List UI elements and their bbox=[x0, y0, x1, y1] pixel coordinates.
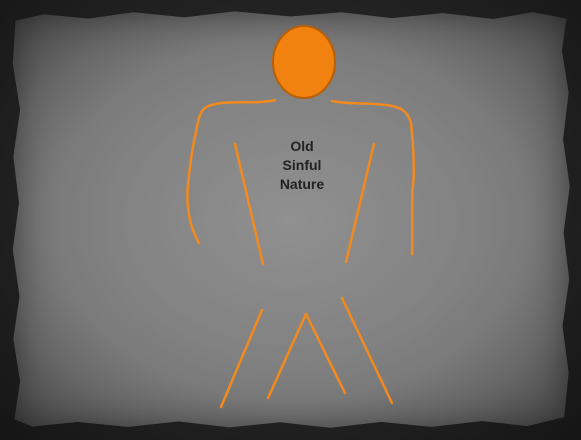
head bbox=[273, 26, 335, 98]
label-line-1: Old bbox=[252, 137, 352, 156]
inner-left-leg bbox=[268, 314, 306, 398]
outer-right-leg bbox=[342, 298, 392, 403]
inner-right-leg bbox=[306, 314, 345, 393]
label-line-3: Nature bbox=[252, 175, 352, 194]
figure-label: Old Sinful Nature bbox=[252, 137, 352, 194]
label-line-2: Sinful bbox=[252, 156, 352, 175]
outer-left-leg bbox=[221, 310, 262, 407]
